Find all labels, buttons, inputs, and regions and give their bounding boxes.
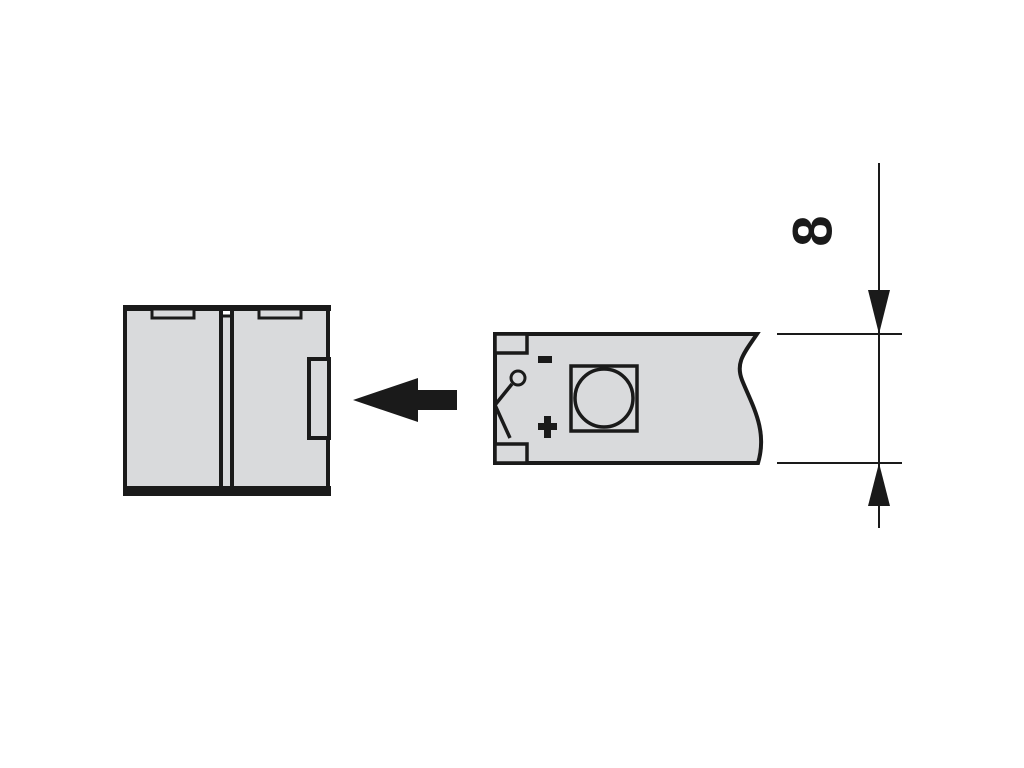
switch-lever	[492, 382, 514, 439]
strip-pad-top	[493, 332, 529, 355]
dimension-value: 8	[781, 215, 844, 246]
connector-bottom-bar	[123, 486, 331, 496]
insert-arrow-icon	[353, 378, 457, 422]
minus-icon	[538, 356, 552, 363]
plus-icon	[538, 416, 557, 438]
dimension-arrow-up-icon	[868, 463, 890, 506]
connector-right-tab	[257, 307, 303, 320]
switch-contact	[509, 369, 527, 387]
connector-left-tab	[150, 307, 196, 320]
dimension-marker	[777, 163, 902, 528]
dimension-arrow-down-icon	[868, 290, 890, 334]
connector	[123, 305, 331, 496]
led-strip	[492, 332, 764, 465]
connector-left-half	[123, 306, 223, 495]
led-lens	[573, 367, 635, 429]
strip-pad-bottom	[493, 442, 529, 465]
connector-side-window	[307, 357, 331, 440]
connector-top-bar	[123, 305, 331, 311]
